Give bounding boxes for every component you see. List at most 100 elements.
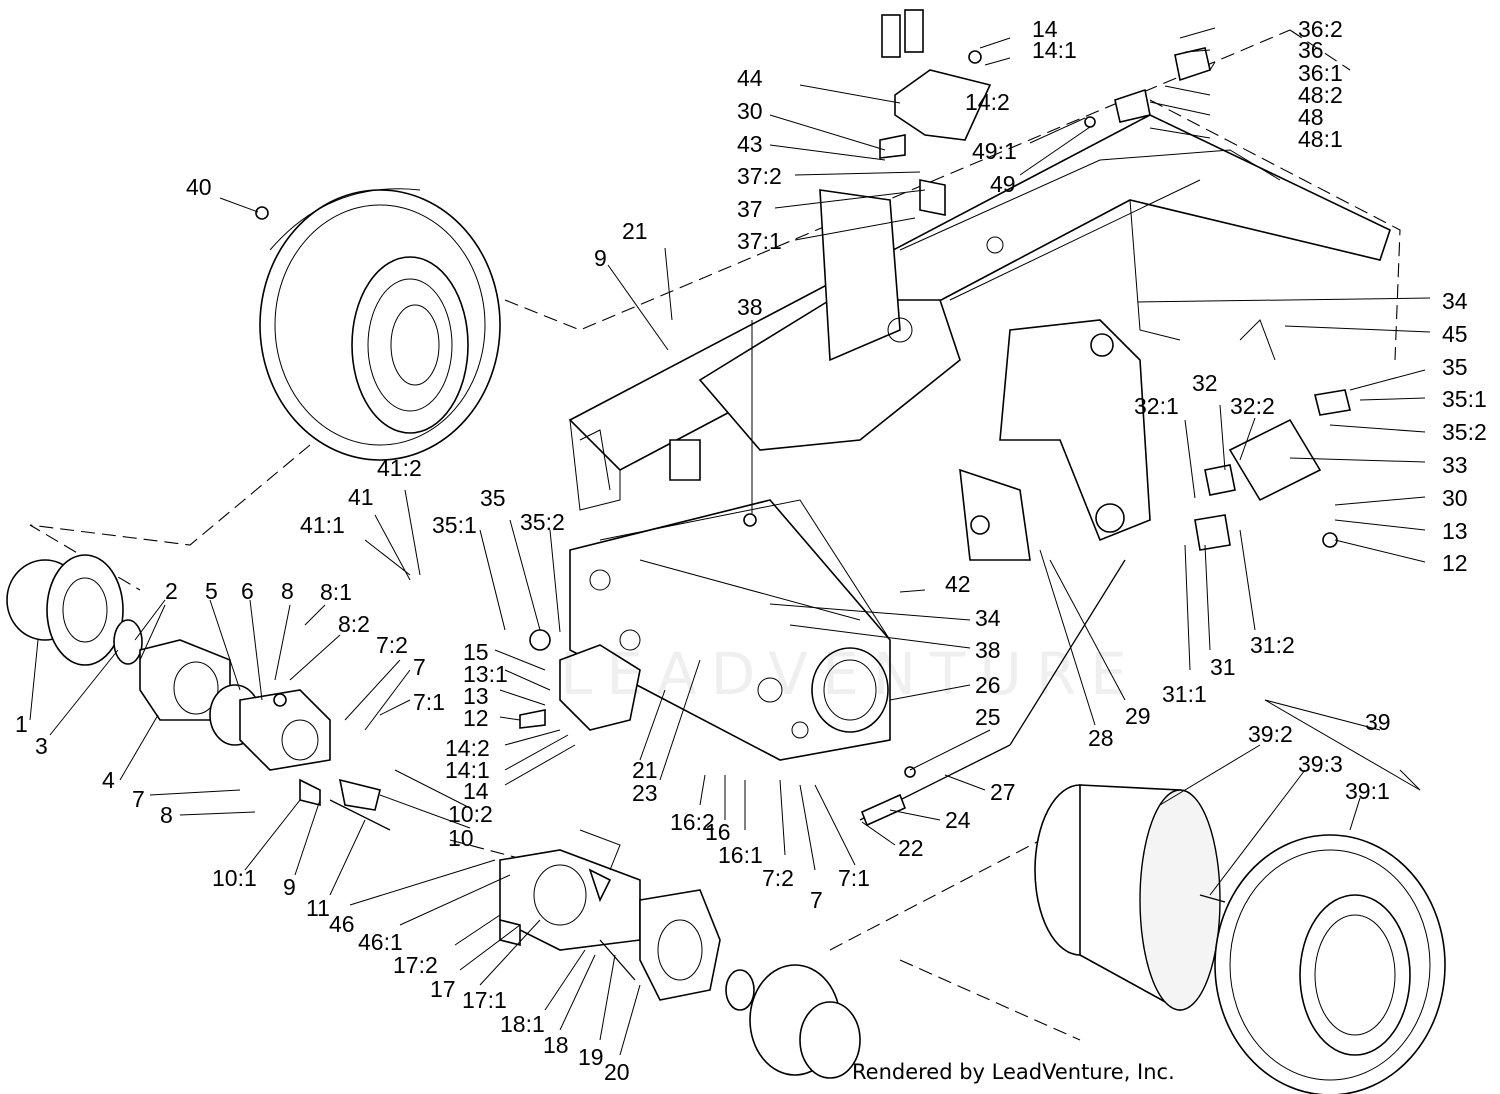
callout-10-2[interactable]: 10:2 (448, 801, 493, 827)
callout-30[interactable]: 30 (737, 98, 763, 124)
callout-8-lower[interactable]: 8 (160, 802, 173, 828)
callout-12-center[interactable]: 12 (463, 705, 489, 731)
callout-38-center[interactable]: 38 (975, 637, 1001, 663)
callout-39-2[interactable]: 39:2 (1248, 721, 1293, 747)
callout-9[interactable]: 9 (594, 245, 607, 271)
callout-7[interactable]: 7 (413, 654, 426, 680)
callout-35-1-center[interactable]: 35:1 (432, 512, 477, 538)
callout-14-2-center[interactable]: 14:2 (445, 735, 490, 761)
callout-7-2-lower[interactable]: 7:2 (762, 865, 794, 891)
callout-41[interactable]: 41 (348, 484, 374, 510)
callout-31-1[interactable]: 31:1 (1162, 681, 1207, 707)
callout-13[interactable]: 13 (1442, 518, 1468, 544)
callout-19[interactable]: 19 (578, 1044, 604, 1070)
callout-17-1[interactable]: 17:1 (462, 987, 507, 1013)
callout-1[interactable]: 1 (15, 711, 28, 737)
callout-45[interactable]: 45 (1442, 321, 1468, 347)
callout-41-1[interactable]: 41:1 (300, 512, 345, 538)
callout-21[interactable]: 21 (622, 218, 648, 244)
callout-14-2[interactable]: 14:2 (965, 89, 1010, 115)
callout-7-1-lower[interactable]: 7:1 (838, 865, 870, 891)
callout-20[interactable]: 20 (604, 1059, 630, 1085)
callout-34-center[interactable]: 34 (975, 605, 1001, 631)
callout-26[interactable]: 26 (975, 672, 1001, 698)
callout-42[interactable]: 42 (945, 571, 971, 597)
callout-41-2[interactable]: 41:2 (377, 455, 422, 481)
callout-7-2[interactable]: 7:2 (376, 632, 408, 658)
callout-32[interactable]: 32 (1192, 370, 1218, 396)
callout-35-2-center[interactable]: 35:2 (520, 509, 565, 535)
callout-27[interactable]: 27 (990, 779, 1016, 805)
callout-11[interactable]: 11 (306, 895, 330, 921)
callout-37-1[interactable]: 37:1 (737, 228, 782, 254)
callout-18-1[interactable]: 18:1 (500, 1011, 545, 1037)
callout-14-1-center[interactable]: 14:1 (445, 757, 490, 783)
callout-46-1[interactable]: 46:1 (358, 929, 403, 955)
callout-36-1[interactable]: 36:1 (1298, 60, 1343, 86)
callout-46[interactable]: 46 (329, 911, 355, 937)
callout-34[interactable]: 34 (1442, 288, 1468, 314)
callout-33[interactable]: 33 (1442, 452, 1468, 478)
callout-12[interactable]: 12 (1442, 550, 1468, 576)
callout-16[interactable]: 16 (705, 819, 731, 845)
callout-32-2[interactable]: 32:2 (1230, 393, 1275, 419)
callout-28[interactable]: 28 (1088, 725, 1114, 751)
callout-10-1[interactable]: 10:1 (212, 865, 257, 891)
callout-35[interactable]: 35 (1442, 354, 1468, 380)
callout-36-2[interactable]: 36:2 (1298, 16, 1343, 42)
callout-23[interactable]: 23 (632, 780, 658, 806)
callout-16-1[interactable]: 16:1 (718, 842, 763, 868)
callout-37-2[interactable]: 37:2 (737, 163, 782, 189)
callout-44[interactable]: 44 (737, 65, 763, 91)
callout-18[interactable]: 18 (543, 1032, 569, 1058)
callout-8-1[interactable]: 8:1 (320, 579, 352, 605)
callout-48-2[interactable]: 48:2 (1298, 82, 1343, 108)
callout-10[interactable]: 10 (448, 825, 474, 851)
right-control-valve (1194, 319, 1351, 551)
callout-30-right[interactable]: 30 (1442, 485, 1468, 511)
callout-13-1[interactable]: 13:1 (463, 661, 508, 687)
callout-48-1[interactable]: 48:1 (1298, 126, 1343, 152)
callout-49-1[interactable]: 49:1 (972, 138, 1017, 164)
callout-35-center[interactable]: 35 (480, 485, 506, 511)
callout-13-center[interactable]: 13 (463, 683, 489, 709)
callout-3[interactable]: 3 (35, 733, 48, 759)
callout-17[interactable]: 17 (430, 976, 456, 1002)
callout-9-lower[interactable]: 9 (283, 874, 296, 900)
callout-22[interactable]: 22 (898, 835, 924, 861)
callout-39-3[interactable]: 39:3 (1298, 751, 1343, 777)
callout-17-2[interactable]: 17:2 (393, 952, 438, 978)
callout-32-1[interactable]: 32:1 (1134, 393, 1179, 419)
callout-40[interactable]: 40 (186, 174, 212, 200)
callout-43[interactable]: 43 (737, 131, 763, 157)
callout-6[interactable]: 6 (241, 578, 254, 604)
callout-38[interactable]: 38 (737, 294, 763, 320)
callout-14[interactable]: 14 (1032, 16, 1058, 42)
callout-25[interactable]: 25 (975, 704, 1001, 730)
callout-39[interactable]: 39 (1365, 709, 1391, 735)
callout-4[interactable]: 4 (102, 767, 115, 793)
callout-8[interactable]: 8 (281, 578, 294, 604)
callout-36[interactable]: 36 (1298, 37, 1324, 63)
callout-8-2[interactable]: 8:2 (338, 611, 370, 637)
callout-7-1[interactable]: 7:1 (413, 689, 445, 715)
callout-49[interactable]: 49 (990, 171, 1016, 197)
callout-14-1[interactable]: 14:1 (1032, 37, 1077, 63)
callout-14-center[interactable]: 14 (463, 778, 489, 804)
callout-5[interactable]: 5 (205, 578, 218, 604)
callout-35-1[interactable]: 35:1 (1442, 386, 1487, 412)
callout-2[interactable]: 2 (165, 578, 178, 604)
callout-37[interactable]: 37 (737, 196, 763, 222)
callout-29[interactable]: 29 (1125, 703, 1151, 729)
callout-15[interactable]: 15 (463, 639, 489, 665)
callout-16-2[interactable]: 16:2 (670, 809, 715, 835)
callout-39-1[interactable]: 39:1 (1345, 778, 1390, 804)
callout-31-2[interactable]: 31:2 (1250, 632, 1295, 658)
callout-7-lower[interactable]: 7 (132, 786, 145, 812)
callout-7-lower-right[interactable]: 7 (810, 887, 823, 913)
callout-24[interactable]: 24 (945, 807, 971, 833)
callout-21-lower[interactable]: 21 (632, 757, 658, 783)
callout-35-2[interactable]: 35:2 (1442, 419, 1487, 445)
callout-31[interactable]: 31 (1210, 654, 1236, 680)
callout-48[interactable]: 48 (1298, 104, 1324, 130)
